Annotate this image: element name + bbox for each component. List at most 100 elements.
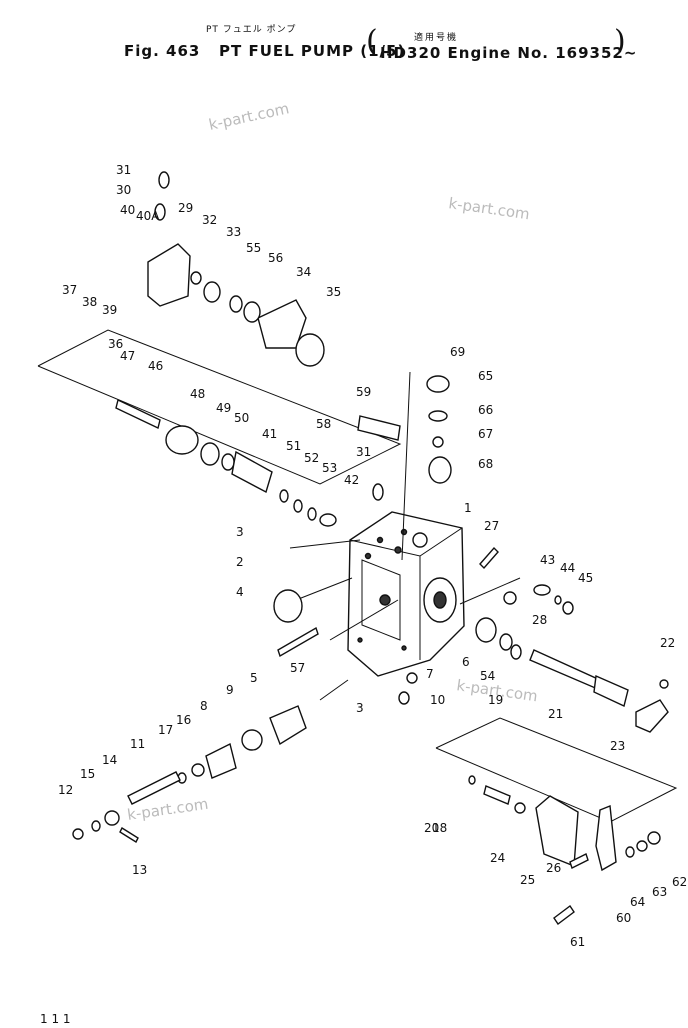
part-label-67: 67 [478,427,493,441]
part-label-51: 51 [286,439,301,453]
part-label-14: 14 [102,753,117,767]
part-label-22: 22 [660,636,675,650]
ring-56 [229,295,243,313]
pump-housing [347,511,465,677]
part-label-56: 56 [268,251,283,265]
part-label-40a: 40A [136,209,160,223]
part-label-61: 61 [570,935,585,949]
part-label-27: 27 [484,519,499,533]
ring-44 [554,595,562,605]
fitting-31-right [372,483,384,501]
fitting-30 [154,203,166,221]
screw-27 [479,546,499,570]
part-label-43: 43 [540,553,555,567]
part-label-53: 53 [322,461,337,475]
part-label-1: 1 [464,501,472,515]
part-label-30: 30 [116,183,131,197]
part-label-5: 5 [250,671,258,685]
part-number-labels: 1233456789101112131415161718192021222324… [58,163,687,949]
washer-66 [428,410,448,422]
nut-45 [562,601,574,615]
figure-title: Fig. 463 PT FUEL PUMP (1/5) [124,42,405,60]
cover-29 [147,243,191,307]
part-label-15: 15 [80,767,95,781]
ring-55 [243,301,261,323]
cover-34 [257,299,307,349]
part-label-52: 52 [304,451,319,465]
part-label-8: 8 [200,699,208,713]
spring-9 [241,729,263,751]
part-label-13: 13 [132,863,147,877]
ring-50 [221,453,235,471]
part-label-60: 60 [616,911,631,925]
leader-5-line [319,679,349,701]
part-label-31: 31 [116,163,131,177]
ring-15 [91,820,101,832]
spring-42 [319,513,337,527]
bolt-61 [553,904,575,926]
long-lines [289,371,521,701]
nut-32 [190,271,202,285]
sleeve-6 [475,617,497,643]
leader-4-line [295,577,353,601]
lever-60 [595,805,617,872]
plunger-41 [231,450,273,494]
figure-number: Fig. 463 [124,42,201,60]
part-label-33: 33 [226,225,241,239]
pin-10 [398,691,410,705]
right-parenthesis: ) [614,24,626,59]
part-label-7: 7 [426,667,434,681]
cylinder-4 [273,589,303,623]
part-label-37: 37 [62,283,77,297]
part-label-55: 55 [246,241,261,255]
spring-57 [277,626,319,658]
figure-name: PT FUEL PUMP (1/5) [219,42,406,60]
cap-68 [428,456,452,484]
part-label-54: 54 [480,669,495,683]
watermark-text: k-part.com [207,99,291,134]
part-label-49: 49 [216,401,231,415]
part-label-19: 19 [488,693,503,707]
shaft-11 [127,771,181,805]
part-label-36: 36 [108,337,123,351]
part-label-3: 3 [356,701,364,715]
part-label-10: 10 [430,693,445,707]
part-label-34: 34 [296,265,311,279]
shaft-46 [115,399,161,429]
pin-7 [406,672,418,684]
nut-62 [647,831,661,845]
weight-48 [165,425,199,455]
ring-35 [295,333,325,367]
leader-57-line [329,599,399,641]
part-label-47: 47 [120,349,135,363]
part-label-9: 9 [226,683,234,697]
nut-23 [659,679,669,689]
part-label-4: 4 [236,585,244,599]
screw-20 [483,785,511,805]
tube-69 [401,371,411,561]
screw-12 [72,828,84,840]
part-label-28: 28 [532,613,547,627]
part-label-17: 17 [158,723,173,737]
ring-52 [293,499,303,513]
part-label-42: 42 [344,473,359,487]
fitting-31-top [158,171,170,189]
ring-51 [279,489,289,503]
screw-26 [569,853,589,869]
part-14 [104,810,120,826]
leader-43-line [459,577,521,605]
part-label-41: 41 [262,427,277,441]
part-label-68: 68 [478,457,493,471]
plate-25 [535,795,579,868]
part-label-31: 31 [356,445,371,459]
ring-54 [499,633,513,651]
part-label-24: 24 [490,851,505,865]
ring-64 [625,846,635,858]
part-label-65: 65 [478,369,493,383]
part-label-40: 40 [120,203,135,217]
ring-63 [636,840,648,852]
left-parenthesis: ( [366,24,378,59]
plug-28 [503,591,517,605]
part-label-3: 3 [236,525,244,539]
